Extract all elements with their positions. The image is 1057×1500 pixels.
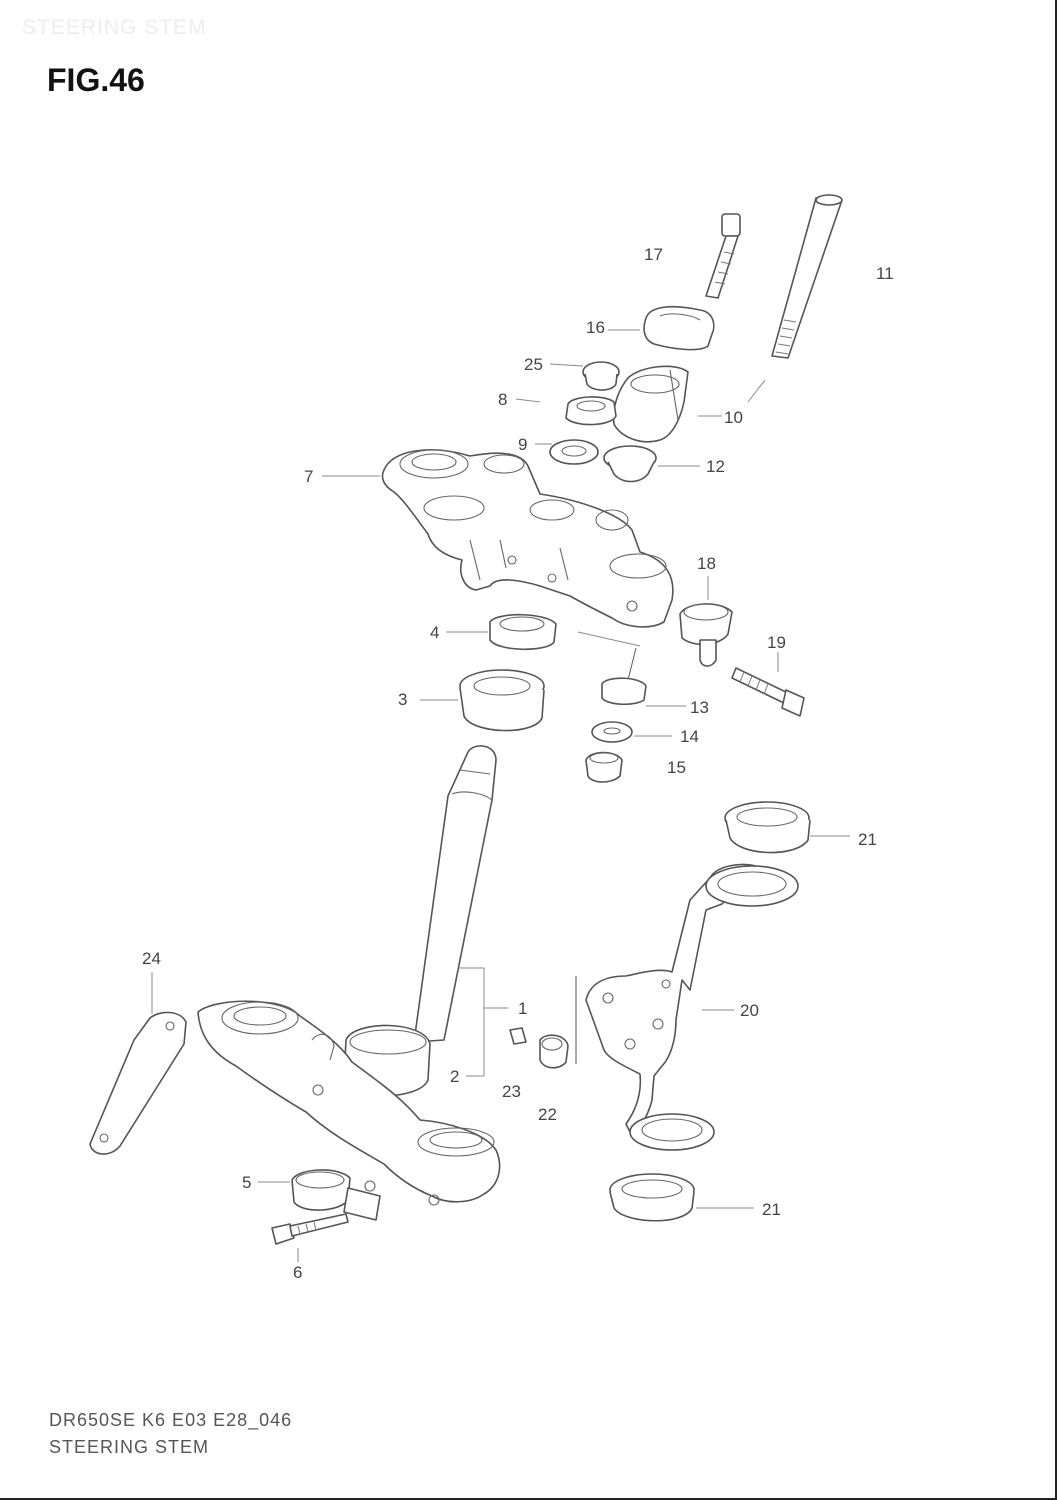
callout-17: 17	[644, 245, 663, 264]
callout-23: 23	[502, 1082, 521, 1101]
part-25-cushion	[582, 361, 620, 391]
callout-4: 4	[430, 623, 439, 642]
part-14-washer	[591, 721, 633, 743]
model-code-label: DR650SE K6 E03 E28_046	[49, 1410, 293, 1430]
callout-1: 1	[518, 999, 527, 1018]
part-12-cushion	[603, 445, 657, 483]
callout-5: 5	[242, 1173, 251, 1192]
part-11-long-bolt	[747, 194, 843, 403]
leader-lines	[151, 329, 850, 1262]
callout-22: 22	[538, 1105, 557, 1124]
callout-21-upper: 21	[858, 830, 877, 849]
part-3-bearing	[459, 669, 545, 732]
part-7-upper-bracket	[381, 449, 674, 628]
part-6-bolt	[271, 1213, 349, 1245]
callout-numbers: 1 2 3 4 5 6 7 8 9 10 11 12 13 14 15 16 1…	[142, 245, 894, 1282]
part-1-steering-stem	[343, 745, 497, 1097]
figure-title: FIG.46	[47, 62, 145, 98]
part-5-clamp	[291, 1169, 381, 1221]
callout-12: 12	[706, 457, 725, 476]
callout-18: 18	[697, 554, 716, 573]
callout-14: 14	[680, 727, 699, 746]
part-18-clamp	[679, 603, 733, 667]
page-border-bottom	[0, 1498, 1057, 1500]
watermark-text: STEERING STEM	[22, 16, 207, 39]
callout-10: 10	[724, 408, 743, 427]
part-lower-bracket	[197, 1000, 501, 1206]
part-9-washer	[549, 439, 599, 465]
callout-19: 19	[767, 633, 786, 652]
callout-21-lower: 21	[762, 1200, 781, 1219]
part-21-grommet-lower	[609, 1173, 695, 1222]
part-17-bolt	[705, 213, 741, 299]
callout-11: 11	[876, 264, 894, 283]
part-13-bolt	[601, 647, 647, 706]
part-4-nut	[489, 613, 557, 651]
callout-24: 24	[142, 949, 161, 968]
callout-13: 13	[690, 698, 709, 717]
callout-9: 9	[518, 435, 527, 454]
part-24-hose-guide	[89, 1011, 187, 1155]
callout-8: 8	[498, 390, 507, 409]
part-8-nut	[565, 396, 617, 426]
part-10-holder-lower	[612, 365, 689, 443]
callout-15: 15	[667, 758, 686, 777]
callout-16: 16	[586, 318, 605, 337]
callout-6: 6	[293, 1263, 302, 1282]
callout-2: 2	[450, 1067, 459, 1086]
callout-20: 20	[740, 1001, 759, 1020]
part-19-bolt	[731, 667, 805, 717]
diagram-caption: STEERING STEM	[49, 1437, 210, 1457]
part-22-grommet	[539, 1034, 569, 1069]
callout-3: 3	[398, 690, 407, 709]
part-16-holder-upper	[643, 305, 715, 351]
part-23-bolt	[509, 1027, 527, 1045]
callout-25: 25	[524, 355, 543, 374]
part-20-bracket	[575, 863, 799, 1151]
callout-7: 7	[304, 467, 313, 486]
part-21-grommet-upper	[724, 801, 811, 854]
page-border-right	[1055, 0, 1057, 1500]
part-15-nut	[585, 751, 623, 783]
